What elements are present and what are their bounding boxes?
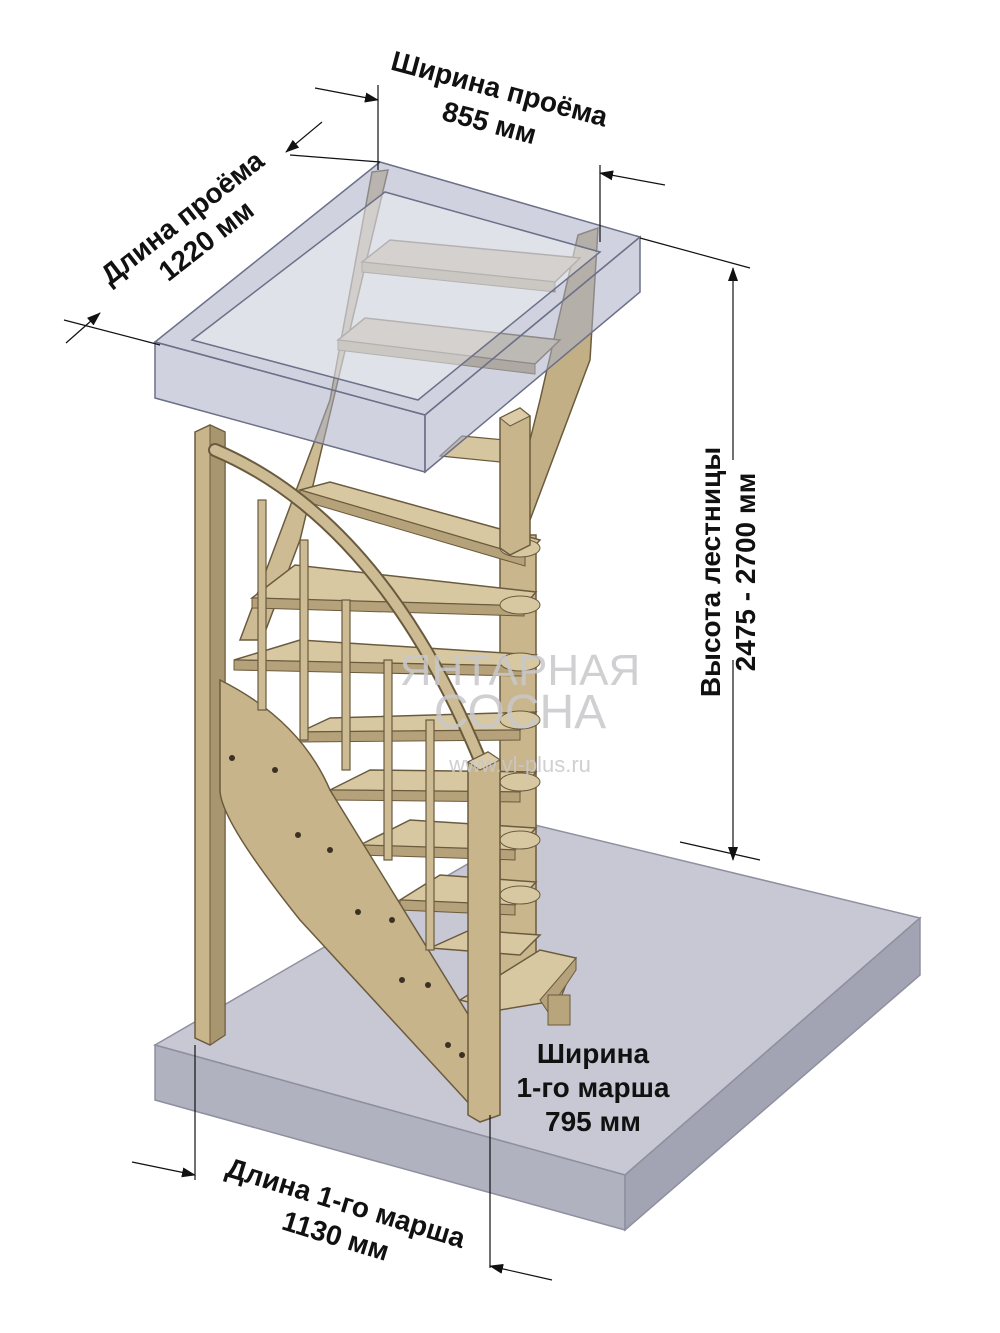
balusters [257,499,435,951]
label-stair-height: Высота лестницы 2475 - 2700 мм [695,447,761,697]
ceiling-opening-box [153,161,642,474]
handrail [208,443,487,767]
watermark-brand-line1: ЯНТАРНАЯ [400,646,641,695]
watermark-brand-line2: СОСНА [434,686,606,739]
first-flight-width-line2: 1-го марша [516,1072,669,1103]
upper-post [499,407,531,556]
first-flight-width-line1: Ширина [537,1038,650,1069]
stair-height-value: 2475 - 2700 мм [730,473,761,672]
label-opening-width: Ширина проёма 855 мм [388,45,611,150]
first-flight-width-value: 795 мм [545,1106,641,1137]
watermark: ЯНТАРНАЯ СОСНА www.vl-plus.ru [400,646,641,777]
dimension-lines [63,85,761,1281]
bottom-right-post [467,751,501,1123]
label-opening-length: Длина проёма 1220 мм [95,144,270,290]
newel-foot [547,994,571,1026]
watermark-url: www.vl-plus.ru [448,752,591,777]
stair-height-label: Высота лестницы [695,447,726,697]
bottom-left-post [194,424,226,1046]
label-first-flight-width: Ширина 1-го марша 795 мм [516,1038,669,1137]
